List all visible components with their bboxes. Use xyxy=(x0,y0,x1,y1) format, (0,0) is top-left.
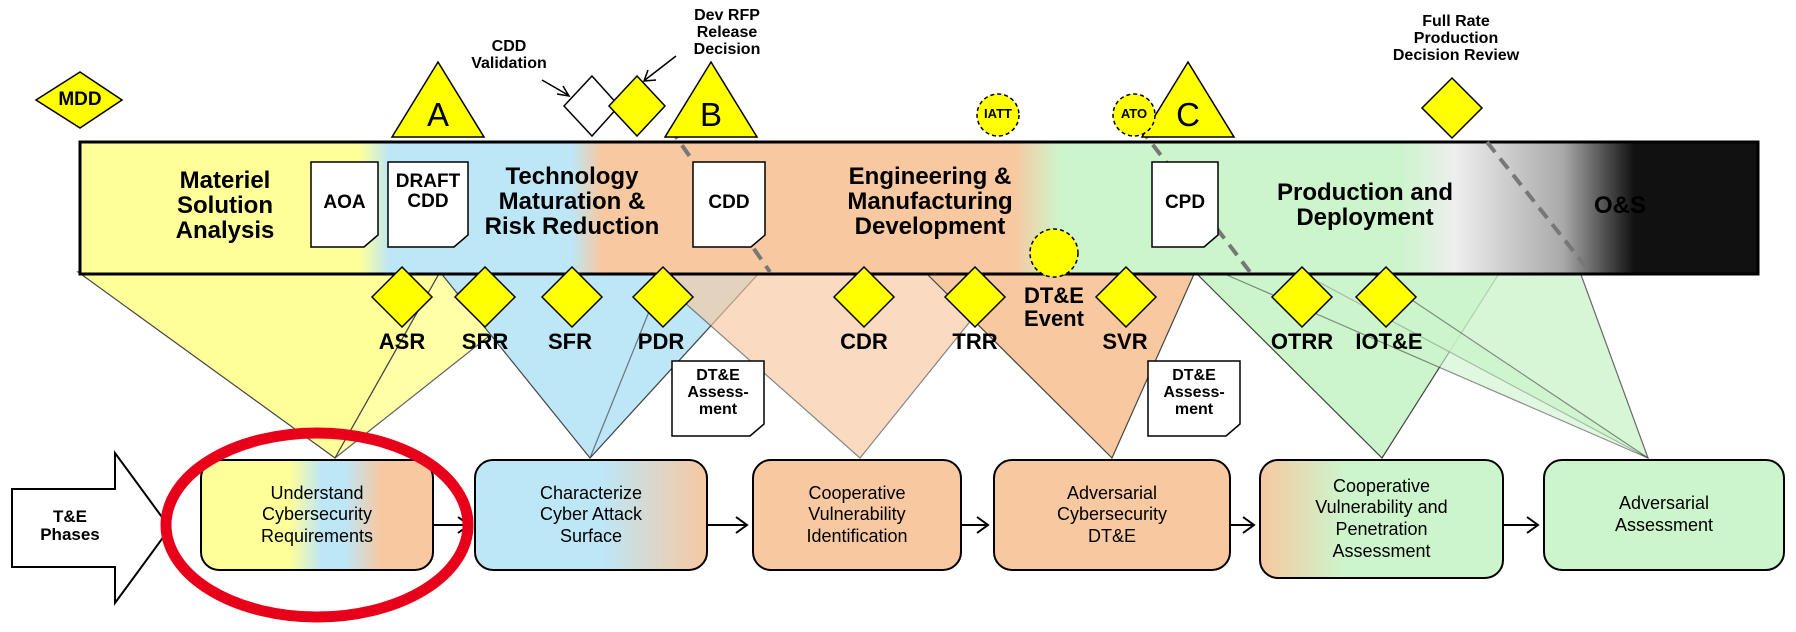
ato-label: ATO xyxy=(1120,106,1148,121)
svr-diamond[interactable] xyxy=(1094,265,1158,329)
cdd-validation-diamond[interactable] xyxy=(562,74,621,138)
step-box-5[interactable] xyxy=(1259,459,1504,579)
document-icons xyxy=(310,161,1241,437)
step-box-3[interactable] xyxy=(752,459,962,571)
mdd-label: MDD xyxy=(58,89,102,110)
step-6-adversarial-assessment[interactable]: Adversarial Assessment xyxy=(1614,493,1714,535)
step-box-2[interactable] xyxy=(474,459,708,571)
te-phases-arrow xyxy=(11,449,172,607)
step-1-understand-requirements[interactable]: Understand Cybersecurity Requirements xyxy=(260,482,374,546)
dte-assessment-1-doc-label: DT&E Assess- ment xyxy=(687,367,749,418)
review-svr-label: SVR xyxy=(1102,329,1148,354)
dev-rfp-arrowhead xyxy=(642,69,657,82)
cdr-diamond[interactable] xyxy=(832,265,896,329)
step-box-4[interactable] xyxy=(993,459,1231,571)
frp-diamond[interactable] xyxy=(1420,76,1484,140)
review-cdr-label: CDR xyxy=(840,329,888,354)
highlight-ring xyxy=(160,427,474,623)
draft-cdd-document-icon[interactable] xyxy=(387,161,469,248)
dte-event-circle[interactable] xyxy=(1029,228,1079,278)
draft-cdd-doc-label: DRAFT CDD xyxy=(395,171,461,212)
dte-assessment-2-document-icon[interactable] xyxy=(1147,360,1241,437)
phase-msa: Materiel Solution Analysis xyxy=(175,167,275,245)
milestone-b-label: B xyxy=(699,96,722,133)
iatt-label: IATT xyxy=(984,106,1012,121)
dev-rfp-arrow xyxy=(644,55,677,81)
dte-assessment-2-doc-label: DT&E Assess- ment xyxy=(1163,367,1225,418)
dte-assessment-1-document-icon[interactable] xyxy=(671,360,765,437)
ato-circle[interactable] xyxy=(1112,93,1156,137)
cdd-validation-label: CDD Validation xyxy=(471,38,547,72)
cpd-document-icon[interactable] xyxy=(1151,161,1219,248)
sfr-diamond[interactable] xyxy=(540,265,604,329)
mdd-diamond[interactable] xyxy=(34,71,124,129)
trr-diamond[interactable] xyxy=(943,265,1007,329)
aoa-document-icon[interactable] xyxy=(310,161,379,248)
step-5-cooperative-vulnerability-penetration-assessment[interactable]: Cooperative Vulnerability and Penetratio… xyxy=(1315,475,1448,561)
cdd-validation-arrow xyxy=(541,79,569,96)
pdr-diamond[interactable] xyxy=(631,265,695,329)
review-trr-label: TRR xyxy=(952,329,998,354)
dte-event-label: DT&E Event xyxy=(1024,283,1084,332)
frp-label: Full Rate Production Decision Review xyxy=(1392,13,1520,64)
iote-diamond[interactable] xyxy=(1354,265,1418,329)
separator-frp xyxy=(1485,140,1592,274)
review-sfr-label: SFR xyxy=(548,329,592,354)
phase-tmrr: Technology Maturation & Risk Reduction xyxy=(484,163,660,241)
phase-emd: Engineering & Manufacturing Development xyxy=(847,163,1013,241)
cdd-document-icon[interactable] xyxy=(692,161,766,248)
step-box-1[interactable] xyxy=(200,459,434,571)
cpd-doc-label: CPD xyxy=(1164,192,1206,213)
review-pdr-label: PDR xyxy=(637,329,685,354)
dev-rfp-diamond[interactable] xyxy=(607,74,667,138)
milestone-c-label: C xyxy=(1176,96,1200,133)
te-phases-label: T&E Phases xyxy=(40,507,100,544)
aoa-doc-label: AOA xyxy=(323,192,366,213)
step-3-cooperative-vulnerability-identification[interactable]: Cooperative Vulnerability Identification xyxy=(806,482,908,546)
review-asr-label: ASR xyxy=(378,329,426,354)
srr-diamond[interactable] xyxy=(453,265,517,329)
milestone-b-triangle[interactable] xyxy=(663,60,759,138)
step-box-6[interactable] xyxy=(1543,459,1785,571)
dev-rfp-label: Dev RFP Release Decision xyxy=(693,7,761,58)
cdd-doc-label: CDD xyxy=(708,192,750,213)
phase-pd: Production and Deployment xyxy=(1277,179,1453,232)
cdd-validation-arrowhead xyxy=(556,85,571,98)
review-diamonds xyxy=(370,265,1418,329)
asr-diamond[interactable] xyxy=(370,265,434,329)
review-iote-label: IOT&E xyxy=(1355,329,1423,354)
review-otrr-label: OTRR xyxy=(1270,329,1334,354)
phase-os: O&S xyxy=(1593,192,1646,219)
milestone-a-label: A xyxy=(426,96,449,133)
iatt-circle[interactable] xyxy=(976,93,1020,137)
otrr-diamond[interactable] xyxy=(1270,265,1334,329)
milestone-c-triangle[interactable] xyxy=(1140,60,1236,138)
milestone-a-triangle[interactable] xyxy=(390,60,486,138)
step-2-characterize-attack-surface[interactable]: Characterize Cyber Attack Surface xyxy=(539,482,643,546)
review-srr-label: SRR xyxy=(461,329,509,354)
step-4-adversarial-cybersecurity-dte[interactable]: Adversarial Cybersecurity DT&E xyxy=(1056,482,1168,546)
